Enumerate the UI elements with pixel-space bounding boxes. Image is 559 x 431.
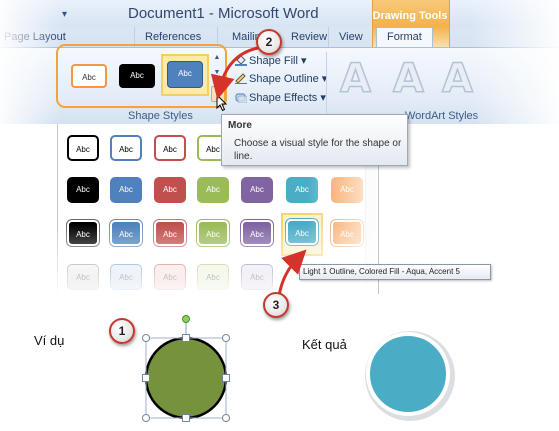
example-circle[interactable] (144, 336, 228, 420)
style-tooltip: Light 1 Outline, Colored Fill - Aqua, Ac… (299, 264, 491, 280)
resize-handle[interactable] (182, 334, 190, 342)
rotation-handle[interactable] (182, 315, 190, 323)
resize-handle[interactable] (142, 334, 150, 342)
resize-handle[interactable] (142, 414, 150, 422)
more-tooltip: More Choose a visual style for the shape… (221, 114, 408, 166)
more-tooltip-body: Choose a visual style for the shape or l… (234, 138, 402, 162)
arrow-to-more-button (210, 46, 259, 100)
arrow-to-gallery-item (277, 249, 307, 297)
step-badge-3: 3 (263, 292, 289, 318)
more-tooltip-title: More (228, 120, 252, 131)
step-badge-1: 1 (109, 318, 135, 344)
resize-handle[interactable] (222, 334, 230, 342)
resize-handle[interactable] (222, 374, 230, 382)
result-circle (366, 332, 450, 416)
result-shape (365, 331, 455, 421)
resize-handle[interactable] (182, 414, 190, 422)
step-badge-2: 2 (256, 29, 282, 55)
resize-handle[interactable] (142, 374, 150, 382)
resize-handle[interactable] (222, 414, 230, 422)
example-label: Ví dụ (34, 333, 65, 348)
result-label: Kết quả (302, 337, 347, 352)
example-shape[interactable] (136, 312, 236, 427)
